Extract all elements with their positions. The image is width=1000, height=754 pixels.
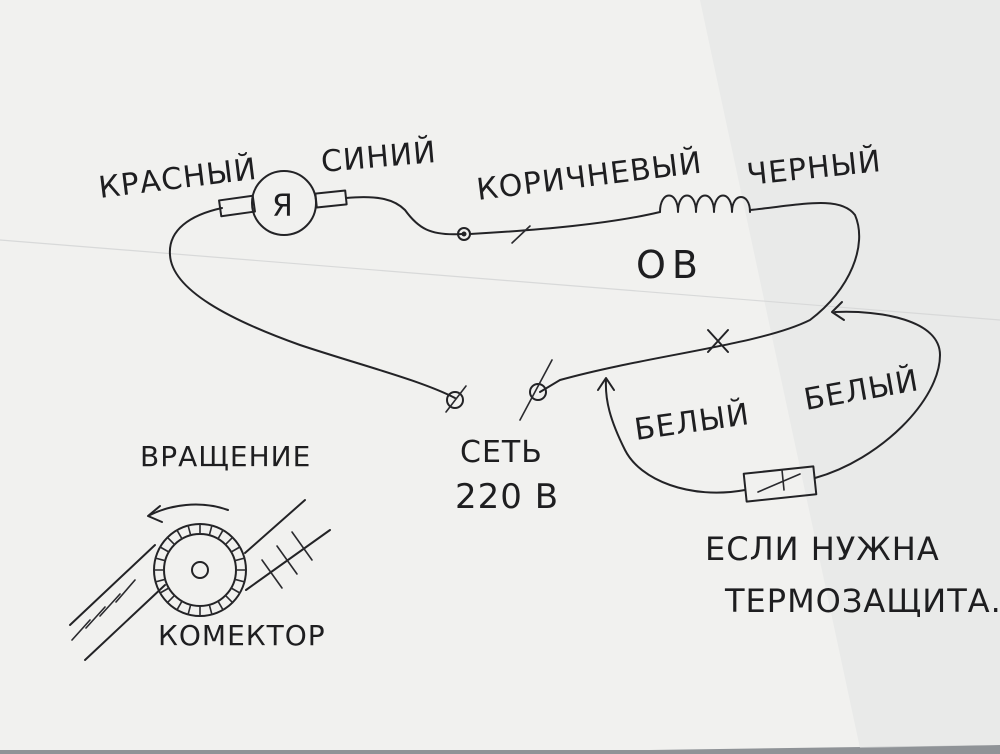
wire-black — [539, 202, 861, 393]
commutator-segment — [233, 578, 246, 583]
commutator-segment — [159, 587, 170, 594]
armature-label: Я — [272, 189, 294, 224]
brush-left-hatch — [71, 579, 136, 641]
mains-terminal-left — [446, 391, 464, 409]
wire-blue — [345, 196, 463, 236]
commutator-segment — [154, 578, 167, 583]
thermal-wire-left — [604, 379, 746, 494]
brush-left — [69, 544, 166, 661]
paper-fold — [0, 239, 1000, 321]
commutator-segments — [153, 523, 247, 617]
commutator-segment — [230, 587, 241, 594]
thermal-arrow-left — [597, 377, 615, 391]
commutator-segment — [187, 524, 192, 537]
commutator-segment — [230, 546, 241, 553]
commutator-axle — [191, 561, 209, 579]
thermal-switch-contact — [757, 469, 801, 493]
commutator-segment — [217, 529, 224, 540]
brush-right-hatch — [261, 531, 313, 589]
commutator-segment — [208, 603, 213, 616]
commutator-segment — [176, 529, 183, 540]
wire-brown — [469, 211, 661, 235]
commutator-segment — [166, 536, 176, 546]
field-winding-coil — [659, 194, 751, 213]
rotation-arrow — [149, 503, 229, 516]
commutator-segment — [217, 600, 224, 611]
rotation-arrow-head — [147, 505, 163, 523]
commutator-segment — [224, 594, 234, 604]
commutator-segment — [187, 603, 192, 616]
brush-right — [244, 499, 331, 591]
wire-brown-stroke — [511, 225, 531, 244]
paper-shade — [700, 0, 1000, 748]
mains-terminal-right — [529, 383, 547, 401]
junction-brown-dot — [461, 231, 467, 237]
label-rotation: ВРАЩЕНИЕ — [140, 440, 311, 473]
mains-terminal-left-stroke — [445, 385, 467, 413]
commutator-segment — [233, 557, 246, 562]
label-voltage: 220 В — [455, 477, 559, 517]
thermal-wire-right — [814, 310, 941, 479]
label-thermal-line1: ЕСЛИ НУЖНА — [705, 530, 940, 568]
wire-red — [168, 207, 456, 399]
label-mains: СЕТЬ — [460, 435, 543, 470]
thermal-arrow-right — [831, 301, 845, 321]
field-winding-label: ОВ — [636, 243, 704, 287]
commutator-segment — [154, 557, 167, 562]
break-mark — [707, 329, 729, 353]
label-thermal-line2: ТЕРМОЗАЩИТА. — [724, 582, 1000, 620]
label-commutator: КОМЕКТОР — [158, 619, 326, 652]
commutator-segment — [208, 524, 213, 537]
commutator-segment — [176, 600, 183, 611]
thermal-switch-box — [742, 465, 818, 503]
commutator-segment — [166, 594, 176, 604]
mains-terminal-right-stroke — [519, 359, 553, 421]
commutator-segment — [224, 536, 234, 546]
commutator-segment — [159, 546, 170, 553]
